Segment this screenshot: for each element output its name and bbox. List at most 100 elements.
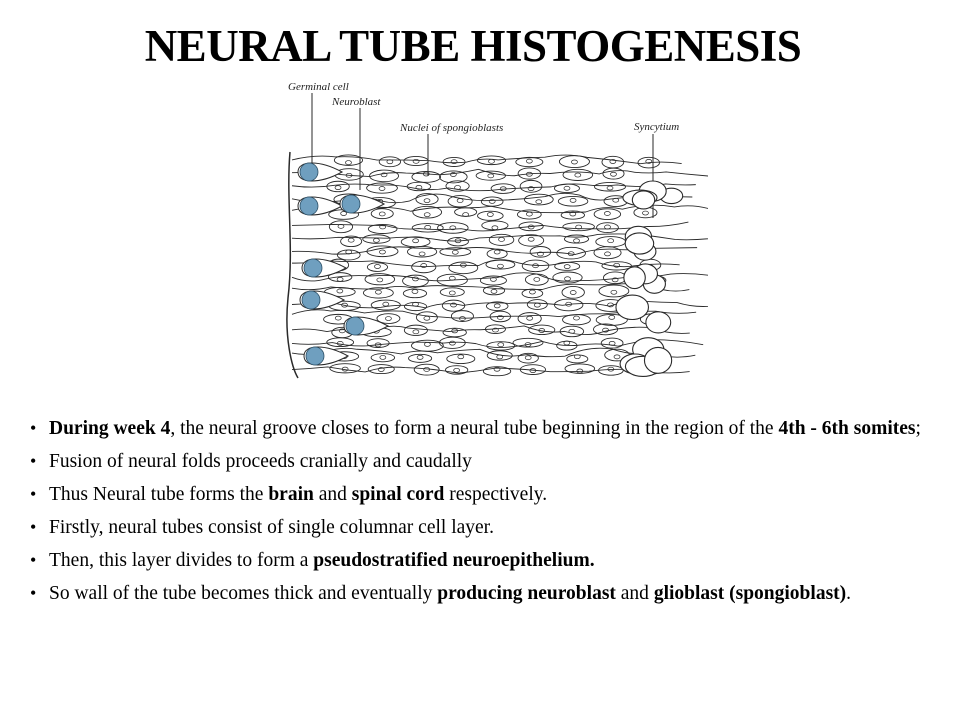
spongioblast-cell [593,246,622,260]
cell-nucleus [347,237,355,243]
spongioblast-cell [593,208,622,220]
spongioblast-cell [439,287,465,297]
cell-nucleus [602,327,609,333]
bullet-3-bold-spinal-cord: spinal cord [351,484,445,505]
spongioblast-cell [366,182,398,194]
spongioblast-cell [445,180,470,192]
cell-nucleus [345,249,353,255]
spongioblast-cell [519,364,546,375]
bullet-item: • So wall of the tube becomes thick and … [30,583,924,604]
neural-tube-illustration: Germinal cell Neuroblast Nuclei of spong… [286,81,708,379]
cell-nucleus [569,198,577,203]
cell-nucleus [529,368,537,373]
spongioblast-cell [370,208,394,220]
spongioblast-cell [518,221,544,232]
spongioblast-cell [407,246,438,258]
bullet-item: • Then, this layer divides to form a pse… [30,550,924,571]
fiber-strand [291,183,696,192]
spongioblast-cell [476,155,507,166]
cell-nucleus [527,224,535,230]
cell-nucleus [451,249,459,255]
spongioblast-cell [518,234,545,247]
spongioblast-cell [366,245,399,258]
syncytium-vacuole [624,232,655,255]
bullet-list: • During week 4, the neural groove close… [30,418,924,616]
spongioblast-cell [403,156,429,166]
spongioblast-cell [562,222,595,232]
label-germinal-cell: Germinal cell [288,81,349,93]
bullet-6-bold-neuroblast: producing neuroblast [437,583,616,604]
bullet-item: • Firstly, neural tubes consist of singl… [30,517,924,538]
spongioblast-cell [517,312,542,326]
spongioblast-cell [412,205,443,219]
cell-nucleus [336,288,344,294]
bullet-3-and: and [313,484,352,505]
histology-figure: Germinal cell Neuroblast Nuclei of spong… [278,78,708,400]
spongioblast-cell [600,337,624,349]
blue-nucleus [299,196,319,216]
cell-nucleus [525,211,533,217]
cell-nucleus [449,172,457,177]
cell-nucleus [613,354,621,360]
label-syncytium: Syncytium [634,121,679,133]
cell-nucleus [375,289,382,295]
spongioblast-cell [560,210,585,220]
spongioblast-cell [485,259,516,270]
cell-nucleus [569,211,577,217]
syncytium-vacuole [623,266,646,290]
spongioblast-cell [439,336,466,349]
blue-nucleus [305,346,325,366]
cell-nucleus [609,159,617,164]
cell-nucleus [497,263,504,269]
spongioblast-cell [370,299,401,311]
spongioblast-cell [475,170,506,181]
spongioblast-cell [439,247,472,257]
bullet-3-text: Thus Neural tube forms the [49,484,269,505]
spongioblast-cell [486,350,513,361]
cell-nucleus [573,238,580,244]
cell-nucleus [533,302,541,308]
spongioblast-cell [594,181,626,192]
cell-nucleus [538,328,546,333]
spongioblast-cell [411,171,442,183]
cell-nucleus [345,172,353,178]
cell-nucleus [606,185,614,191]
cell-nucleus [462,212,469,217]
spongioblast-cell [411,339,444,352]
cell-nucleus [604,224,611,230]
cell-nucleus [564,276,571,282]
spongioblast-cell [517,167,542,180]
spongioblast-cell [521,259,550,273]
spongioblast-cell [553,183,580,193]
cell-nucleus [525,158,533,164]
border-membrane [286,151,299,379]
cell-nucleus [456,198,464,203]
cell-nucleus [450,302,457,308]
fiber-strand [291,168,708,178]
cell-nucleus [488,199,496,204]
fiber-strand [291,300,708,309]
cell-nucleus [451,328,459,334]
spongioblast-cell [557,195,589,207]
bullet-3-end: respectively. [444,484,548,505]
spongioblast-cell [512,337,544,348]
cell-nucleus [607,302,614,308]
cell-nucleus [565,301,573,307]
spongioblast-cell [436,273,468,287]
spongioblast-cell [523,193,554,206]
cell-nucleus [412,238,419,244]
cell-nucleus [537,251,544,257]
cell-nucleus [563,340,571,346]
cell-nucleus [569,290,577,295]
spongioblast-cell [602,167,625,180]
cell-nucleus [459,262,467,268]
spongioblast-cell [442,156,466,167]
cell-nucleus [377,367,385,372]
spongioblast-cell [601,155,625,169]
cell-nucleus [575,224,583,230]
cell-nucleus [345,160,352,165]
spongioblast-cell [411,223,444,233]
spongioblast-cell [326,180,350,193]
spongioblast-cell [479,275,507,286]
cell-nucleus [493,303,501,309]
